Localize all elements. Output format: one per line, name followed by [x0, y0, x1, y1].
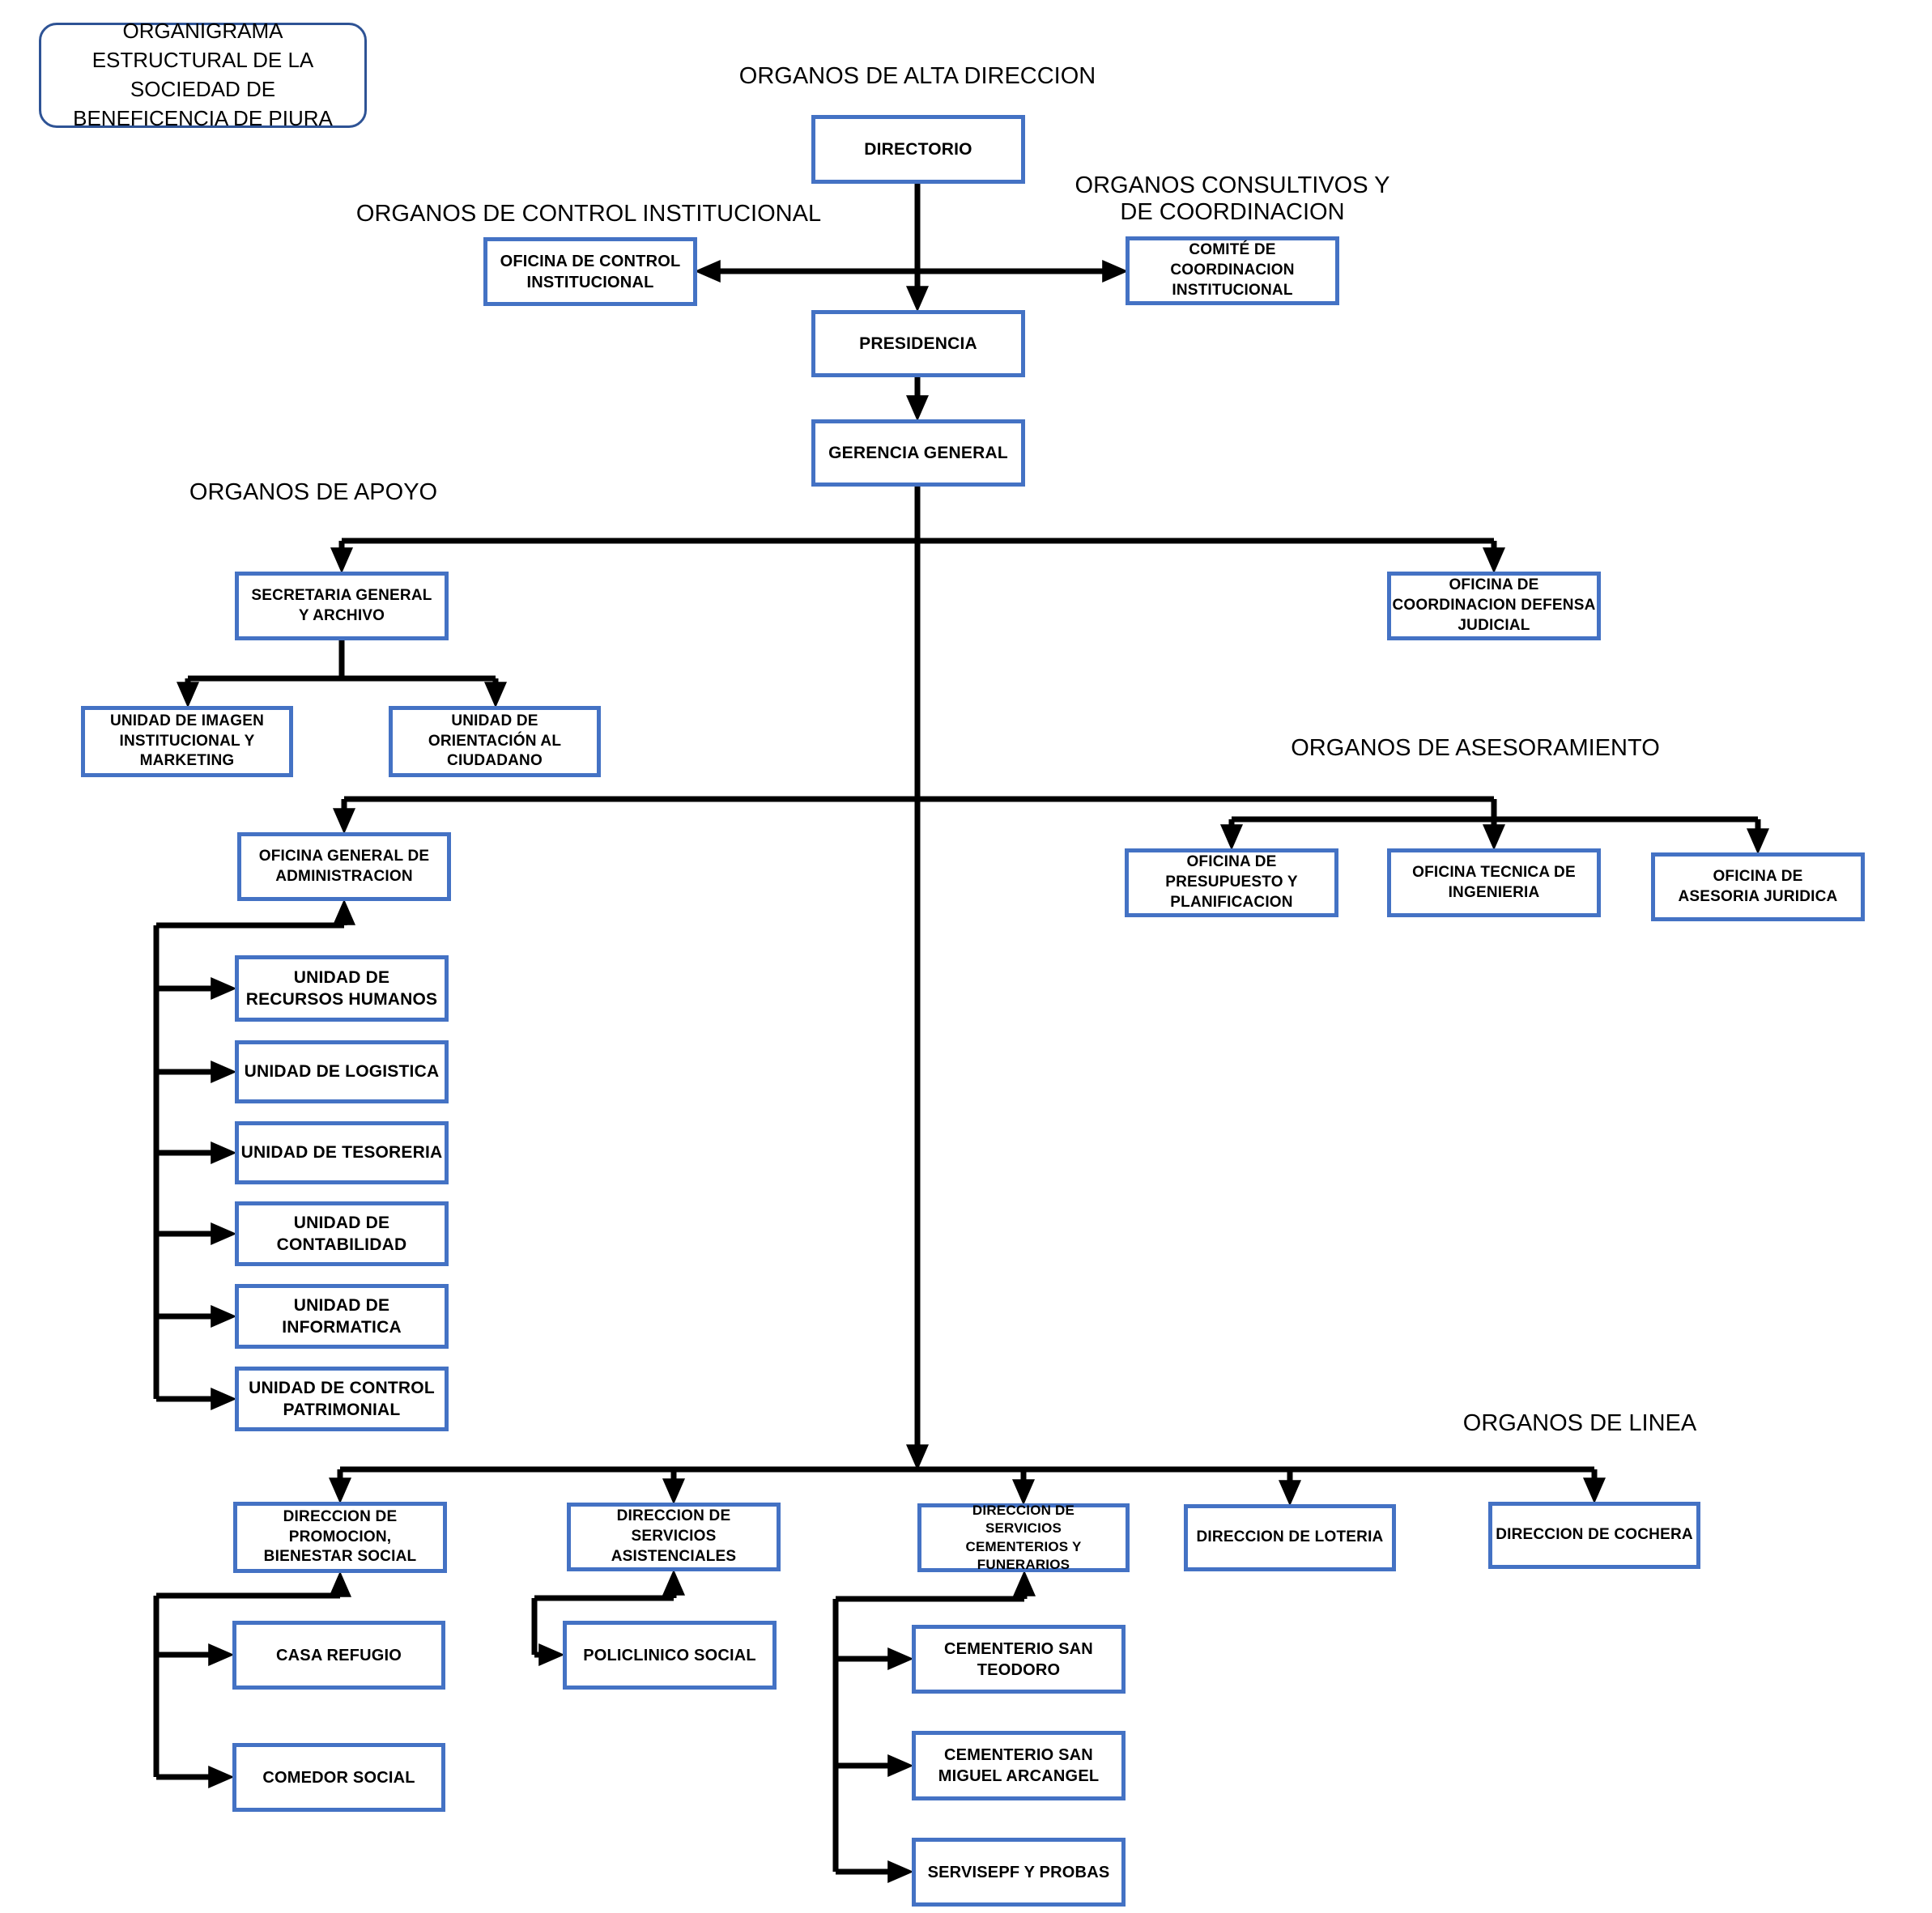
- node-oficina-tecnica: OFICINA TECNICA DE INGENIERIA: [1387, 848, 1601, 917]
- node-unidad-control-patrimonial: UNIDAD DE CONTROL PATRIMONIAL: [235, 1367, 449, 1431]
- node-label: DIRECCION DE LOTERIA: [1196, 1528, 1384, 1546]
- node-cem-miguel: CEMENTERIO SAN MIGUEL ARCANGEL: [912, 1731, 1126, 1800]
- node-servisepf: SERVISEPF Y PROBAS: [912, 1838, 1126, 1907]
- chart-title-box: ORGANIGRAMA ESTRUCTURAL DE LA SOCIEDAD D…: [39, 19, 367, 130]
- node-label: PRESIDENCIA: [859, 334, 977, 353]
- node-dir-cementerios: DIRECCION DE SERVICIOS CEMENTERIOS Y FUN…: [917, 1503, 1130, 1572]
- node-dir-asistenciales: DIRECCION DE SERVICIOS ASISTENCIALES: [567, 1503, 781, 1571]
- chart-title: ORGANIGRAMA ESTRUCTURAL DE LA SOCIEDAD D…: [73, 19, 333, 130]
- node-defensa-judicial: OFICINA DE COORDINACION DEFENSA JUDICIAL: [1387, 572, 1601, 640]
- heading-organos-asesoramiento: ORGANOS DE ASESORAMIENTO: [1291, 735, 1660, 761]
- node-label: SERVISEPF Y PROBAS: [927, 1863, 1110, 1881]
- node-label: CASA REFUGIO: [276, 1646, 402, 1664]
- heading-organos-control-institucional: ORGANOS DE CONTROL INSTITUCIONAL: [355, 201, 822, 227]
- node-dir-loteria: DIRECCION DE LOTERIA: [1184, 1504, 1396, 1571]
- node-comedor-social: COMEDOR SOCIAL: [232, 1743, 445, 1812]
- node-label: UNIDAD DE LOGISTICA: [244, 1062, 440, 1082]
- node-label: CEMENTERIO SAN MIGUEL ARCANGEL: [938, 1746, 1100, 1785]
- node-secretaria-general: SECRETARIA GENERAL Y ARCHIVO: [235, 572, 449, 640]
- node-dir-promocion: DIRECCION DE PROMOCION, BIENESTAR SOCIAL: [233, 1502, 447, 1573]
- node-label: DIRECTORIO: [864, 139, 972, 159]
- node-label: COMEDOR SOCIAL: [262, 1768, 415, 1787]
- node-gerencia-general: GERENCIA GENERAL: [811, 419, 1025, 487]
- node-oficina-admin: OFICINA GENERAL DE ADMINISTRACION: [237, 832, 451, 901]
- node-label: OFICINA DE ASESORIA JURIDICA: [1678, 867, 1838, 905]
- node-policlinico: POLICLINICO SOCIAL: [563, 1621, 777, 1690]
- node-label: OFICINA GENERAL DE ADMINISTRACION: [258, 847, 430, 885]
- heading-organos-alta-direccion: ORGANOS DE ALTA DIRECCION: [738, 63, 1096, 89]
- node-cem-teodoro: CEMENTERIO SAN TEODORO: [912, 1625, 1126, 1694]
- node-oficina-asesoria: OFICINA DE ASESORIA JURIDICA: [1651, 852, 1865, 921]
- node-label: UNIDAD DE CONTROL PATRIMONIAL: [249, 1378, 435, 1419]
- node-unidad-orientacion: UNIDAD DE ORIENTACIÓN AL CIUDADANO: [389, 706, 601, 777]
- node-label: CEMENTERIO SAN TEODORO: [944, 1639, 1093, 1679]
- node-dir-cochera: DIRECCION DE COCHERA: [1488, 1502, 1700, 1569]
- node-label: POLICLINICO SOCIAL: [583, 1646, 756, 1664]
- node-label: UNIDAD DE CONTABILIDAD: [276, 1213, 407, 1254]
- node-label: DIRECCION DE PROMOCION, BIENESTAR SOCIAL: [263, 1507, 417, 1566]
- node-oficina-control: OFICINA DE CONTROL INSTITUCIONAL: [483, 237, 697, 306]
- node-label: SECRETARIA GENERAL Y ARCHIVO: [251, 586, 432, 624]
- node-unidad-imagen: UNIDAD DE IMAGEN INSTITUCIONAL Y MARKETI…: [81, 706, 293, 777]
- node-unidad-contabilidad: UNIDAD DE CONTABILIDAD: [235, 1201, 449, 1266]
- node-label: GERENCIA GENERAL: [828, 443, 1008, 462]
- node-label: OFICINA TECNICA DE INGENIERIA: [1412, 863, 1576, 901]
- node-label: OFICINA DE COORDINACION DEFENSA JUDICIAL: [1392, 576, 1596, 634]
- node-label: UNIDAD DE RECURSOS HUMANOS: [245, 967, 438, 1009]
- node-label: DIRECCION DE COCHERA: [1496, 1526, 1693, 1544]
- node-label: COMITÉ DE COORDINACION INSTITUCIONAL: [1170, 241, 1295, 299]
- node-oficina-presupuesto: OFICINA DE PRESUPUESTO Y PLANIFICACION: [1125, 848, 1338, 917]
- node-label: DIRECCION DE SERVICIOS CEMENTERIOS Y FUN…: [965, 1503, 1082, 1572]
- node-unidad-tesoreria: UNIDAD DE TESORERIA: [235, 1121, 449, 1184]
- node-unidad-informatica: UNIDAD DE INFORMATICA: [235, 1284, 449, 1349]
- node-casa-refugio: CASA REFUGIO: [232, 1621, 445, 1690]
- node-label: UNIDAD DE INFORMATICA: [282, 1295, 402, 1337]
- heading-organos-consultivos: ORGANOS CONSULTIVOS Y DE COORDINACION: [1075, 172, 1390, 225]
- node-label: UNIDAD DE TESORERIA: [240, 1143, 443, 1163]
- heading-organos-apoyo: ORGANOS DE APOYO: [189, 479, 438, 505]
- node-label: UNIDAD DE IMAGEN INSTITUCIONAL Y MARKETI…: [109, 712, 265, 770]
- node-comite-coordinacion: COMITÉ DE COORDINACION INSTITUCIONAL: [1126, 236, 1339, 305]
- node-directorio: DIRECTORIO: [811, 115, 1025, 184]
- node-label: OFICINA DE CONTROL INSTITUCIONAL: [500, 252, 681, 291]
- node-label: UNIDAD DE ORIENTACIÓN AL CIUDADANO: [428, 712, 562, 770]
- heading-organos-linea: ORGANOS DE LINEA: [1462, 1410, 1697, 1436]
- node-presidencia: PRESIDENCIA: [811, 310, 1025, 377]
- node-label: DIRECCION DE SERVICIOS ASISTENCIALES: [611, 1507, 737, 1565]
- node-label: OFICINA DE PRESUPUESTO Y PLANIFICACION: [1165, 853, 1298, 911]
- node-unidad-logistica: UNIDAD DE LOGISTICA: [235, 1040, 449, 1103]
- node-unidad-rrhh: UNIDAD DE RECURSOS HUMANOS: [235, 955, 449, 1022]
